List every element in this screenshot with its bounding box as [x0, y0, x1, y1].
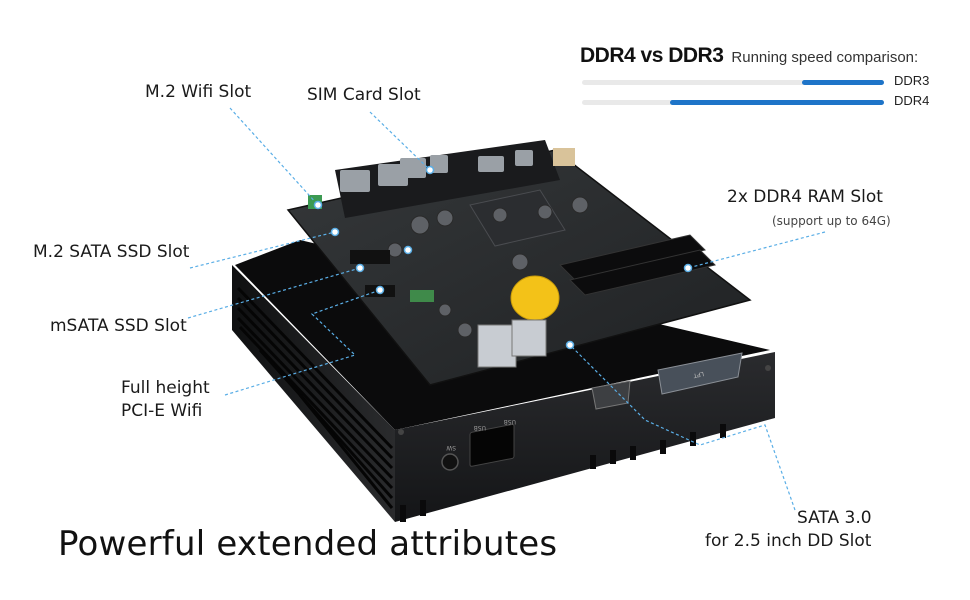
bottom-heatsink-fins	[400, 424, 726, 522]
power-switch	[441, 453, 459, 471]
screw	[765, 365, 771, 371]
db25-lpt-port	[657, 352, 743, 395]
ddr4-bar-fill	[669, 100, 884, 105]
switch-print: SW	[446, 444, 456, 451]
callout-line-sim	[369, 111, 431, 171]
comparison-subtitle: Running speed comparison:	[731, 49, 919, 66]
callout-sim-slot: SIM Card Slot	[307, 85, 421, 105]
usb-stack-1	[477, 324, 517, 368]
screw	[398, 429, 404, 435]
callout-line-m2sata	[189, 231, 336, 269]
callout-msata: mSATA SSD Slot	[50, 316, 187, 336]
ddr4-bar-track	[582, 100, 884, 105]
callout-pcie-line2: PCI-E Wifi	[121, 401, 203, 421]
ram-slot-1	[559, 234, 706, 281]
usb-stack-2	[511, 319, 547, 357]
callout-sata-line2: for 2.5 inch DD Slot	[705, 531, 872, 551]
callout-line-wifi	[229, 107, 319, 206]
callout-line-pcie	[224, 289, 381, 396]
comparison-title: DDR4 vs DDR3	[580, 44, 724, 67]
rear-io-ports	[340, 150, 533, 192]
headline: Powerful extended attributes	[58, 524, 558, 564]
ram-slot-2	[569, 249, 716, 296]
callout-pcie-line1: Full height	[121, 378, 210, 398]
ddr3-bar-track	[582, 80, 884, 85]
lpt-print: LPT	[692, 370, 704, 379]
callout-dots	[313, 165, 693, 350]
callout-m2-sata: M.2 SATA SSD Slot	[33, 242, 190, 262]
ddr4-bar-label: DDR4	[894, 93, 930, 108]
callout-ram-slot: 2x DDR4 RAM Slot	[727, 187, 883, 207]
callout-line-msata	[187, 267, 361, 319]
cmos-battery	[510, 275, 560, 321]
usb-print-left: USB	[474, 424, 486, 431]
comparison-title-block: DDR4 vs DDR3 Running speed comparison:	[580, 44, 918, 68]
usb-port-cutout	[469, 423, 515, 467]
motherboard	[286, 140, 752, 386]
chassis-front-panel	[395, 352, 775, 522]
callout-lines	[187, 107, 826, 511]
ddr3-bar-fill	[802, 80, 884, 85]
callout-wifi-slot: M.2 Wifi Slot	[145, 82, 252, 102]
green-chip	[410, 290, 434, 302]
power-connector	[553, 148, 575, 166]
m2-slot	[350, 250, 390, 264]
ddr3-bar-label: DDR3	[894, 73, 930, 88]
callout-line-ram	[687, 231, 826, 269]
callout-ram-note: (support up to 64G)	[772, 214, 891, 228]
left-heatsink-fins	[236, 286, 394, 509]
usb-print-right: USB	[504, 418, 516, 425]
cpu-heatsink	[469, 189, 566, 247]
callout-line-sata	[569, 344, 796, 511]
callout-sata-line1: SATA 3.0	[797, 508, 872, 528]
